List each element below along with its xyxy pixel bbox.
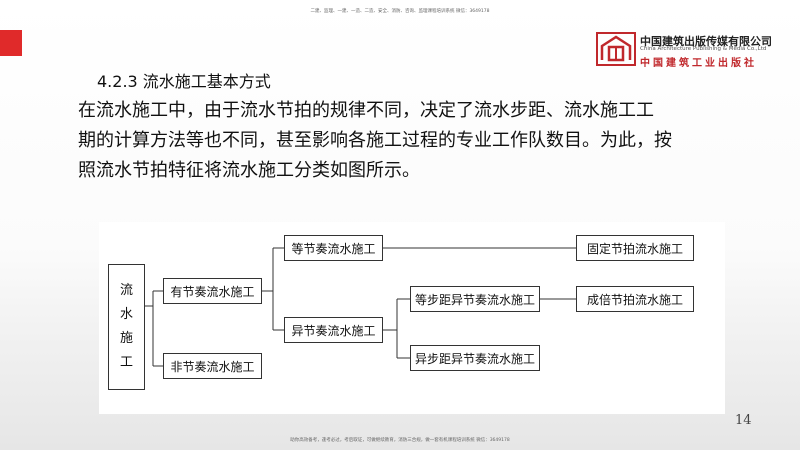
unequal-rhythm-box: 异节奏流水施工	[284, 317, 383, 343]
multiple-beat-box: 成倍节拍流水施工	[576, 286, 694, 312]
rhythmic-box: 有节奏流水施工	[163, 278, 262, 304]
publisher-logo-icon	[596, 32, 636, 66]
non-rhythmic-box: 非节奏流水施工	[163, 353, 262, 379]
red-accent-tab	[0, 30, 22, 56]
equal-step-box: 等步距异节奏流水施工	[410, 286, 540, 312]
watermark-bottom: 助你高效备考，逢考必过，考后取证，可做继续教育，消防三合规，做一套有机课程培训系…	[290, 438, 510, 443]
root-char: 施	[119, 331, 133, 346]
watermark-top: 二建、监理、一建、一造、二造、安全、消防、咨询、监理课程培训系统 微信：3649…	[310, 9, 490, 14]
publisher-name: 中国建筑出版传媒有限公司	[640, 35, 772, 48]
root-box: 流 水 施 工	[108, 264, 145, 390]
publisher-brand: 中国建筑工业出版社	[640, 58, 757, 69]
root-char: 流	[119, 283, 133, 298]
paragraph-line: 在流水施工中，由于流水节拍的规律不同，决定了流水步距、流水施工工	[78, 100, 654, 121]
equal-rhythm-box: 等节奏流水施工	[284, 235, 383, 261]
paragraph-line: 照流水节拍特征将流水施工分类如图所示。	[78, 160, 420, 181]
section-heading: 4.2.3 流水施工基本方式	[97, 72, 271, 91]
unequal-step-box: 异步距异节奏流水施工	[410, 345, 540, 371]
publisher-name-en: China Architecture Publishing & Media Co…	[640, 46, 767, 52]
root-char: 工	[119, 355, 133, 370]
paragraph-line: 期的计算方法等也不同，甚至影响各施工过程的专业工作队数目。为此，按	[78, 130, 672, 151]
classification-diagram: 流 水 施 工 有节奏流水施工 非节奏流水施工 等节奏流水施工 异节奏流水施工 …	[99, 222, 725, 414]
fixed-beat-box: 固定节拍流水施工	[576, 235, 694, 261]
diagram-connectors	[145, 247, 576, 367]
body-paragraph: 在流水施工中，由于流水节拍的规律不同，决定了流水步距、流水施工工 期的计算方法等…	[78, 96, 758, 186]
root-char: 水	[119, 307, 133, 322]
page-number: 14	[735, 413, 752, 428]
